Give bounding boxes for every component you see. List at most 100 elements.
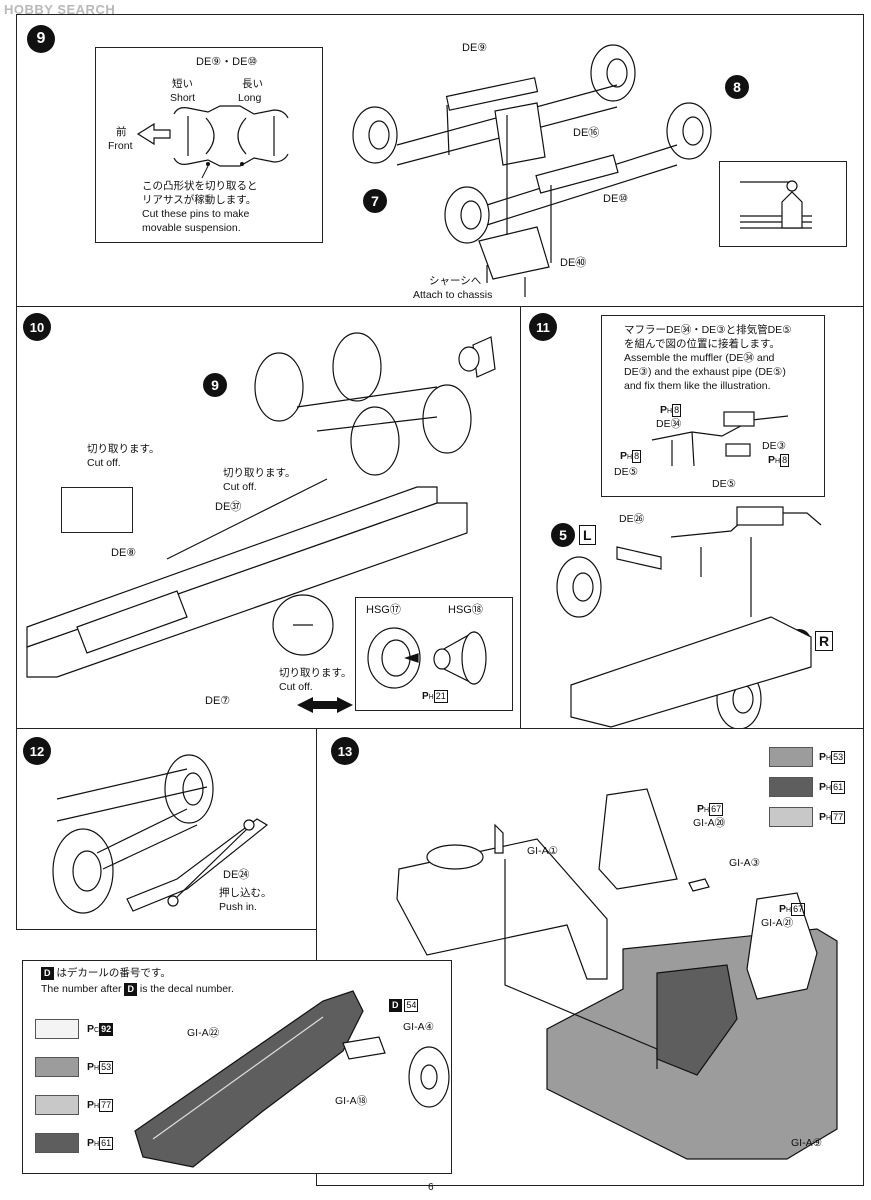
hsg17-label: HSG⑰ [366, 604, 401, 616]
inset-swatch-61 [35, 1133, 79, 1153]
cutoff3-jp: 切り取ります。 [279, 667, 352, 679]
note-jp-1: マフラーDE㉞・DE③と排気管DE⑤ [624, 324, 792, 336]
inset-swatch-53 [35, 1057, 79, 1077]
cutoff2-jp: 切り取ります。 [223, 467, 296, 479]
inset-swatch-92 [35, 1019, 79, 1039]
de40-label: DE㊵ [560, 257, 587, 269]
page-number: 6 [428, 1182, 434, 1193]
right-marker: R [815, 631, 834, 651]
chassis-frame-drawing [26, 332, 496, 678]
de8-label: DE⑧ [111, 547, 137, 559]
gia9-label: GI-A⑨ [791, 1137, 822, 1149]
swatch-61 [769, 777, 813, 797]
push-jp: 押し込む。 [219, 887, 272, 899]
step-12-panel: 12 DE㉔ 押し込む。 Push in. [16, 728, 318, 930]
front-axle-drawing [52, 754, 269, 914]
decal-note-en: The number after D is the decal number. [41, 983, 234, 996]
rear-axle-drawing [352, 44, 712, 297]
step-12-badge: 12 [23, 737, 51, 765]
ref-step-7: 7 [363, 189, 387, 213]
direction-arrow [297, 697, 353, 713]
gia20-label: GI-A⑳ [693, 817, 726, 829]
note-en-1: Assemble the muffler (DE㉞ and [624, 352, 775, 364]
inset-swatch-77 [35, 1095, 79, 1115]
decal-inset: D はデカールの番号です。 The number after D is the … [22, 960, 452, 1174]
gia21-label: GI-A㉑ [761, 917, 794, 929]
note-en-3: and fix them like the illustration. [624, 380, 771, 392]
de7-label: DE⑦ [205, 695, 231, 707]
short-jp: 短い [172, 78, 193, 90]
de26-label: DE㉖ [619, 513, 645, 525]
note-jp-2: を組んで図の位置に接着します。 [624, 338, 780, 350]
long-en: Long [238, 92, 262, 104]
gia3-label: GI-A③ [729, 857, 760, 869]
watermark-text: HOBBY SEARCH [4, 2, 116, 17]
step-10-panel: 10 9 切り取ります。 Cut off. 切り取ります。 Cut off. D… [16, 306, 522, 730]
swatch-53 [769, 747, 813, 767]
hsg18-label: HSG⑱ [448, 604, 483, 616]
gia22-label: GI-A㉒ [187, 1027, 220, 1039]
ref-step-8: 8 [725, 75, 749, 99]
step-11-badge: 11 [529, 313, 557, 341]
suspension-part-drawing [136, 105, 289, 179]
note-en-2: DE③) and the exhaust pipe (DE⑤) [624, 366, 786, 378]
decal54-label: D 54 [389, 999, 419, 1012]
dashboard-drawing [134, 990, 450, 1168]
cutoff1-jp: 切り取ります。 [87, 443, 160, 455]
inset-parts-label: DE⑨・DE⑩ [196, 56, 258, 68]
step-13-badge: 13 [331, 737, 359, 765]
gia18-label: GI-A⑱ [335, 1095, 368, 1107]
chassis-en: Attach to chassis [413, 289, 493, 301]
short-en: Short [170, 92, 196, 104]
step-11-panel: 11 マフラーDE㉞・DE③と排気管DE⑤ を組んで図の位置に接着します。 As… [520, 306, 864, 730]
de9-label: DE⑨ [462, 42, 488, 54]
de16-label: DE⑯ [573, 127, 600, 139]
watermark: HOBBY SEARCH [4, 2, 115, 17]
decal-note-jp: D はデカールの番号です。 [41, 967, 171, 980]
step-9-detail-inset [719, 161, 847, 247]
de3-label: DE③ [762, 440, 786, 452]
cutoff3-en: Cut off. [279, 681, 313, 693]
de37-label: DE㊲ [215, 501, 242, 513]
gia4-label: GI-A④ [403, 1021, 434, 1033]
de5b-label: DE⑤ [712, 478, 736, 490]
cutoff1-en: Cut off. [87, 457, 121, 469]
ref-step-9: 9 [203, 373, 227, 397]
gia1-label: GI-A① [527, 845, 558, 857]
step-9-inset: DE⑨・DE⑩ 短い Short 長い Long 前 Front この凸形状を切… [95, 47, 323, 243]
de5a-label: DE⑤ [614, 466, 638, 478]
cab-interior-drawing [396, 788, 838, 1160]
de10-label: DE⑩ [603, 193, 629, 205]
de34-label: DE㉞ [656, 418, 682, 430]
chassis-jp: シャーシへ [429, 275, 482, 287]
cutoff2-en: Cut off. [223, 481, 257, 493]
cutoff-detail-inset [61, 487, 133, 533]
note-jp-2: リアサスが稼動します。 [142, 194, 257, 206]
muffler-inset: マフラーDE㉞・DE③と排気管DE⑤ を組んで図の位置に接着します。 Assem… [601, 315, 825, 497]
ref-step-5-left: 5 [551, 523, 575, 547]
front-jp: 前 [116, 126, 127, 138]
note-jp-1: この凸形状を切り取ると [142, 180, 258, 192]
push-en: Push in. [219, 901, 257, 913]
note-en-1: Cut these pins to make [142, 208, 250, 220]
swatch-77 [769, 807, 813, 827]
left-marker: L [579, 525, 596, 545]
exhaust-assembly-drawing [556, 506, 822, 729]
step-10-badge: 10 [23, 313, 51, 341]
de24-label: DE㉔ [223, 869, 250, 881]
front-en: Front [108, 140, 133, 152]
